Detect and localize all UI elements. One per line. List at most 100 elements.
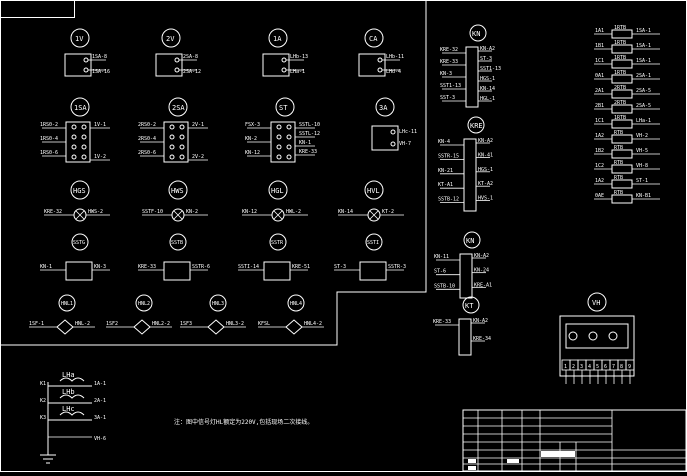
terminal-right-label: 2SA-5 xyxy=(636,88,651,94)
ct-right-label: 1A-1 xyxy=(94,381,106,387)
note-text: 注：图中信号灯HL额定为220V,包括现场二次接线。 xyxy=(174,418,313,426)
meter-tag: 1A xyxy=(273,35,282,43)
vh-terminal: 3 xyxy=(580,364,583,370)
lamp-tag: HWS xyxy=(171,187,184,195)
right-relay-left-label: SSTB-12 xyxy=(438,197,459,203)
terminal-left-label: 1C1 xyxy=(595,58,604,64)
terminal-box-label: 2RTB xyxy=(614,100,626,106)
lamp2-right-label: HNL3-2 xyxy=(226,321,244,327)
ct-right-label: 3A-1 xyxy=(94,415,106,421)
terminal-left-label: 1B2 xyxy=(595,148,604,154)
terminal-right-label: 2SA-5 xyxy=(636,103,651,109)
terminal-left-label: 2B1 xyxy=(595,103,604,109)
right-relay-left-label: SST1-13 xyxy=(440,83,461,89)
terminal-right-label: VH-8 xyxy=(636,163,648,169)
right-relay-tag: KRE xyxy=(470,122,483,130)
meter-box xyxy=(155,53,183,77)
switch-right-label: 2V-1 xyxy=(192,122,204,128)
ct-left-label: K3 xyxy=(40,415,46,421)
lamp-tag: HVL xyxy=(367,187,380,195)
switch-left-label: 2RS0-2 xyxy=(138,122,156,128)
meter-box xyxy=(358,53,386,77)
switch-left-label: 2RS0-4 xyxy=(138,136,156,142)
right-relay-left-label: SSTR-15 xyxy=(438,153,459,159)
terminal-box-label: 1RTB xyxy=(614,55,626,61)
terminal-box-label: 1RTB xyxy=(614,70,626,76)
terminal-left-label: 1A2 xyxy=(595,133,604,139)
switch-right-label: 1V-2 xyxy=(94,154,106,160)
meter-bottom-label: LHa-1 xyxy=(290,69,305,75)
terminal-left-label: 1A2 xyxy=(595,178,604,184)
terminal-left-label: 1A1 xyxy=(595,28,604,34)
meter-circle xyxy=(70,28,90,48)
switch-tag: 3A xyxy=(379,104,388,112)
lamp2-tag: HNL3 xyxy=(212,301,224,307)
switch-tag: 2SA xyxy=(172,104,185,112)
terminal-left-label: 1B1 xyxy=(595,43,604,49)
lamp-right-label: HWS-2 xyxy=(88,209,103,215)
right-relay-left-label: KN-11 xyxy=(434,254,449,260)
relay-left-label: KN-1 xyxy=(40,264,52,270)
terminal-right-label: KN-B1 xyxy=(636,193,651,199)
lamp2-right-label: HNL2-2 xyxy=(152,321,170,327)
terminal-box-label: RTB xyxy=(614,130,623,136)
meter-top-label: LHb-11 xyxy=(386,54,404,60)
right-relay-right-label: KN-14 xyxy=(480,86,495,92)
terminal-left-label: 2A1 xyxy=(595,88,604,94)
lamp-left-label: KN-12 xyxy=(242,209,257,215)
right-relay-right-label: KN-A2 xyxy=(473,318,488,324)
terminal-left-label: 0AE xyxy=(595,193,604,199)
vh-terminal: 9 xyxy=(628,364,631,370)
terminal-left-label: 1C2 xyxy=(595,163,604,169)
switch-left-label: 1RS0-6 xyxy=(40,150,58,156)
right-relay-left-label: KRE-33 xyxy=(433,319,451,325)
switch-right-label: KN-1 xyxy=(299,140,311,146)
lamp2-tag: HNL4 xyxy=(290,301,302,307)
right-relay-left-label: KN-21 xyxy=(438,168,453,174)
right-relay-tag: KT xyxy=(465,302,474,310)
relay-tag: SSTB xyxy=(171,240,183,246)
switch-tag: ST xyxy=(279,104,288,112)
relay-left-label: KRE-33 xyxy=(138,264,156,270)
right-relay-left-label: KN-4 xyxy=(438,139,450,145)
terminal-box-label: 1RTB xyxy=(614,40,626,46)
vh-terminal: 6 xyxy=(604,364,607,370)
switch-right-label: VH-7 xyxy=(399,141,411,147)
meter-circle xyxy=(161,28,181,48)
right-relay-right-label: KRE-34 xyxy=(473,336,491,342)
relay-right-label: KN-3 xyxy=(94,264,106,270)
terminal-row: 1B1 1RTB 1SA-1 xyxy=(594,40,660,54)
meter-top-label: LHb-13 xyxy=(290,54,308,60)
vh-terminal: 2 xyxy=(572,364,575,370)
terminal-left-label: 1C1 xyxy=(595,118,604,124)
meter-bottom-label: LHd-4 xyxy=(386,69,401,75)
terminal-right-label: LHa-1 xyxy=(636,118,651,124)
lamp-tag: HGL xyxy=(271,187,284,195)
terminal-left-label: 0A1 xyxy=(595,73,604,79)
meter-bottom-label: 1SA-16 xyxy=(92,69,110,75)
terminal-right-label: 1SA-1 xyxy=(636,43,651,49)
lamp2-tag: HNL1 xyxy=(61,301,73,307)
right-relay-left-label: KRE-33 xyxy=(440,59,458,65)
right-relay-tag: KN xyxy=(472,30,480,38)
switch-left-label: 2RS0-6 xyxy=(138,150,156,156)
